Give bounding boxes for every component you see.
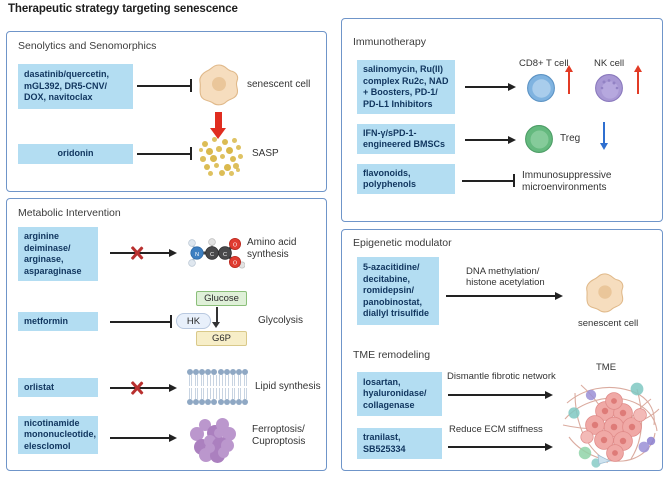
- tme-cluster-icon: [562, 382, 660, 468]
- drugbox-immuno-2[interactable]: IFN-γ/sPD-1-engineered BMSCs: [357, 124, 455, 154]
- arrow-label-dismantle-fibrotic-network: Dismantle fibrotic network: [447, 371, 556, 382]
- label-treg: Treg: [560, 133, 581, 144]
- label-lipid-synthesis: Lipid synthesis: [255, 381, 321, 392]
- drugbox-senolytics-1[interactable]: dasatinib/quercetin, mGL392, DR5-CNV/ DO…: [18, 64, 133, 109]
- label-ferroptosis-cuproptosis: Ferroptosis/ Cuproptosis: [252, 424, 306, 447]
- svg-text:C: C: [210, 252, 214, 258]
- drugbox-tme-1[interactable]: losartan, hyaluronidase/ collagenase: [357, 372, 442, 416]
- label-amino-acid-synthesis: Amino acid synthesis: [247, 237, 297, 260]
- block-x-icon: [129, 380, 145, 396]
- label-tme: TME: [596, 362, 617, 373]
- drugbox-metabolic-2[interactable]: metformin: [18, 312, 98, 331]
- panel-title-senolytics: Senolytics and Senomorphics: [18, 40, 157, 52]
- label-cd8-t-cell: CD8+ T cell: [519, 58, 569, 69]
- svg-text:O: O: [233, 260, 237, 266]
- senescent-cell-icon: [199, 64, 239, 106]
- treg-cell-icon: [525, 125, 553, 153]
- cd8-t-cell-icon: [527, 74, 555, 102]
- label-sasp: SASP: [252, 148, 279, 159]
- lipid-bilayer-icon: [186, 368, 248, 406]
- drugbox-metabolic-3[interactable]: orlistat: [18, 378, 98, 397]
- drugbox-immuno-3[interactable]: flavonoids, polyphenols: [357, 164, 455, 194]
- amino-acid-molecule-icon: N C C O O: [188, 238, 245, 269]
- ferroptosis-cluster-icon: [188, 415, 236, 463]
- glycolysis-product-g6p: G6P: [196, 331, 247, 346]
- label-glycolysis: Glycolysis: [258, 315, 304, 326]
- panel-title-metabolic: Metabolic Intervention: [18, 207, 121, 219]
- sasp-particles-icon: [198, 135, 243, 177]
- arrow-label-reduce-ecm-stiffness: Reduce ECM stiffness: [449, 424, 543, 435]
- drugbox-senolytics-2[interactable]: oridonin: [18, 144, 133, 164]
- label-nk-cell: NK cell: [594, 58, 625, 69]
- label-immunosuppressive-microenvironments: Immunosuppressive microenvironments: [522, 170, 612, 193]
- drugbox-tme-2[interactable]: tranilast, SB525334: [357, 428, 442, 459]
- svg-text:N: N: [195, 252, 199, 258]
- glycolysis-substrate-glucose: Glucose: [196, 291, 247, 306]
- panel-title-immunotherapy: Immunotherapy: [353, 36, 426, 48]
- glycolysis-enzyme-hk: HK: [176, 313, 211, 329]
- svg-text:O: O: [233, 242, 237, 248]
- drugbox-immuno-1[interactable]: salinomycin, Ru(II) complex Ru2c, NAD + …: [357, 60, 455, 114]
- svg-text:C: C: [223, 252, 227, 258]
- panel-senolytics-senomorphics: [6, 31, 327, 192]
- arrow-label-dna-methylation: DNA methylation/ histone acetylation: [466, 266, 545, 288]
- panel-title-epigenetic: Epigenetic modulator: [353, 237, 452, 249]
- drugbox-epigenetic-1[interactable]: 5-azacitidine/ decitabine, romidepsin/ p…: [357, 257, 439, 325]
- figure-title: Therapeutic strategy targeting senescenc…: [8, 3, 238, 15]
- panel-title-tme: TME remodeling: [353, 349, 431, 361]
- nk-cell-icon: [595, 74, 623, 102]
- drugbox-metabolic-1[interactable]: arginine deiminase/ arginase, asparagina…: [18, 227, 98, 281]
- label-senescent-cell-1: senescent cell: [247, 79, 311, 90]
- senescent-cell-icon: [586, 273, 624, 313]
- label-senescent-cell-2: senescent cell: [578, 318, 639, 329]
- block-x-icon: [129, 245, 145, 261]
- drugbox-metabolic-4[interactable]: nicotinamide mononucleotide, elesclomol: [18, 416, 98, 454]
